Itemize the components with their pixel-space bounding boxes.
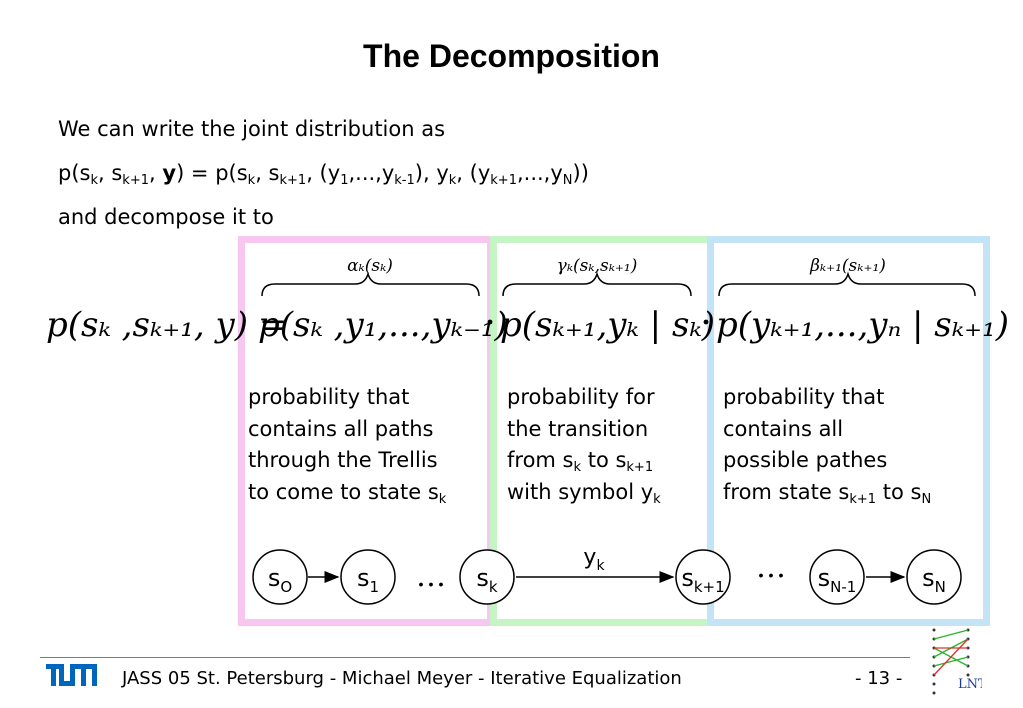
trellis-node-sN: sN (906, 549, 962, 605)
trellis-node-sN1: sN-1 (809, 549, 865, 605)
trellis-node-s0: sO (252, 549, 308, 605)
beta-term: p(yₖ₊₁,...,yₙ | sₖ₊₁) (716, 305, 1009, 345)
gamma-brace-label: γₖ(sₖ,sₖ₊₁) (557, 256, 638, 276)
beta-brace (718, 271, 976, 297)
decompose-line: and decompose it to (58, 205, 274, 229)
svg-text:sk+1: sk+1 (681, 564, 724, 596)
beta-brace-label: βₖ₊₁(sₖ₊₁) (809, 256, 886, 276)
footer-text: JASS 05 St. Petersburg - Michael Meyer -… (122, 668, 682, 689)
formula-lhs: p(sₖ ,sₖ₊₁, y) = (46, 305, 287, 345)
trellis-chain: sO s1 … sk yk sk+1 … sN-1 sN (252, 545, 962, 605)
alpha-brace-label: αₖ(sₖ) (347, 256, 393, 276)
gamma-brace (502, 271, 692, 297)
edge-label-yk: yk (583, 545, 605, 574)
alpha-term: p(sₖ ,y₁,...,yₖ₋₁) (258, 305, 508, 345)
intro-line: We can write the joint distribution as (58, 117, 446, 141)
svg-text:sk: sk (476, 564, 498, 596)
trellis-ellipsis-1: … (416, 559, 446, 594)
svg-text:sO: sO (268, 564, 292, 596)
trellis-node-s1: s1 (340, 549, 396, 605)
gamma-description: probability for the transition from sk t… (507, 385, 661, 507)
decomposition-formula: αₖ(sₖ) γₖ(sₖ,sₖ₊₁) βₖ₊₁(sₖ₊₁) p(sₖ ,sₖ₊₁… (46, 256, 1009, 345)
dot-operator (703, 319, 709, 325)
slide-title: The Decomposition (363, 38, 660, 74)
dot-operator (487, 319, 493, 325)
trellis-node-sk: sk (459, 549, 515, 605)
svg-text:LNT: LNT (958, 677, 982, 692)
svg-text:s1: s1 (357, 564, 379, 596)
trellis-node-sk1: sk+1 (675, 549, 731, 605)
equation-line: p(sk, sk+1, y) = p(sk, sk+1, (y1,...,yk-… (58, 161, 589, 188)
tum-logo (46, 664, 97, 686)
alpha-brace (261, 271, 480, 297)
trellis-ellipsis-2: … (756, 550, 786, 585)
page-number: - 13 - (855, 668, 903, 689)
gamma-term: p(sₖ₊₁,yₖ | sₖ) (500, 305, 715, 345)
svg-text:sN: sN (922, 564, 946, 596)
footer-divider (40, 657, 910, 658)
svg-text:sN-1: sN-1 (818, 564, 857, 596)
lnt-logo: LNT (932, 628, 982, 695)
alpha-description: probability that contains all paths thro… (248, 385, 447, 507)
beta-description: probability that contains all possible p… (723, 385, 932, 507)
beta-term-box (707, 236, 990, 626)
